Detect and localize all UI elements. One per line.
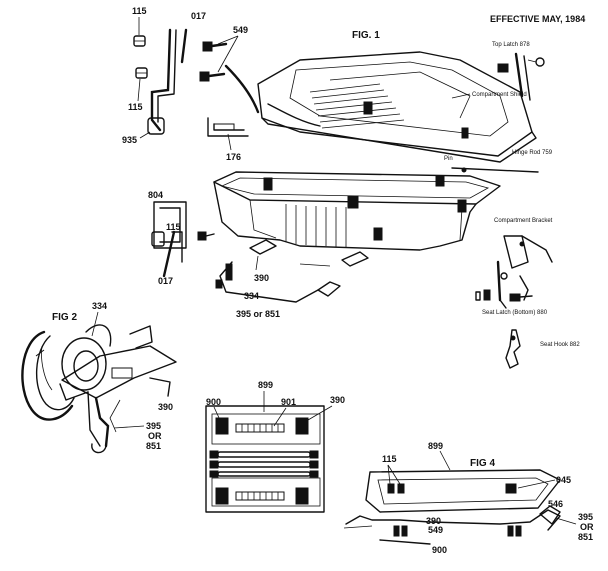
label-017-top: 017 — [191, 11, 206, 21]
label-549-fig4: 549 — [428, 525, 443, 535]
fig4-title: FIG 4 — [470, 458, 495, 469]
leader-shield — [451, 93, 471, 99]
label-851-fig4: 851 — [578, 532, 593, 542]
fig4-drawing — [343, 469, 561, 545]
callout-top-latch: Top Latch 878 — [492, 42, 530, 48]
lid-strap — [224, 64, 260, 114]
strap-assembly — [215, 239, 369, 303]
label-390-fig4: 390 — [426, 516, 441, 526]
label-or-fig2: OR — [148, 431, 162, 441]
label-334-fig1: 334 — [244, 291, 259, 301]
label-901-fig3: 901 — [281, 397, 296, 407]
label-851-fig2: 851 — [146, 441, 161, 451]
fig1-title: FIG. 1 — [352, 30, 380, 41]
label-899-fig3: 899 — [258, 380, 273, 390]
bolts-549 — [199, 41, 228, 82]
label-115-side: 115 — [166, 222, 181, 232]
compartment-body — [213, 171, 501, 251]
label-390-fig3: 390 — [330, 395, 345, 405]
label-900-fig4: 900 — [432, 545, 447, 555]
lid-vents — [309, 83, 405, 129]
leader-334-fig2 — [91, 311, 99, 337]
label-115-fig4: 115 — [382, 454, 397, 464]
label-395-fig4: 395 — [578, 512, 593, 522]
top-latch — [497, 52, 545, 101]
handle-935 — [147, 28, 177, 135]
leader-549-a — [217, 35, 239, 45]
label-804: 804 — [148, 190, 163, 200]
leader-901-fig3 — [273, 407, 287, 427]
callout-compartment-shield: Compartment Shield — [472, 92, 527, 98]
label-899-fig4: 899 — [428, 441, 443, 451]
fig3-straps — [209, 450, 319, 478]
callout-pin: Pin — [444, 156, 453, 162]
callout-compartment-bracket: Compartment Bracket — [494, 218, 553, 224]
leader-935 — [139, 131, 151, 139]
compartment-bracket — [475, 235, 553, 309]
body-ribs — [285, 204, 347, 247]
label-546-fig4: 546 — [548, 499, 563, 509]
leader-549-b — [217, 35, 239, 73]
nut-115-top — [133, 35, 146, 47]
callout-seat-hook: Seat Hook 882 — [540, 342, 580, 348]
leader-390-fig3 — [307, 405, 333, 421]
leader-395-fig4 — [555, 517, 577, 525]
label-115-mid: 115 — [128, 102, 143, 112]
label-115-top: 115 — [132, 6, 147, 16]
callout-seat-latch: Seat Latch (Bottom) 880 — [482, 310, 548, 316]
label-395-fig1: 395 or 851 — [236, 309, 280, 319]
leader-176 — [227, 133, 232, 151]
label-900-fig3: 900 — [206, 397, 221, 407]
leader-115-fig4-a — [387, 464, 391, 485]
leader-900-fig3 — [213, 406, 221, 421]
label-176: 176 — [226, 152, 241, 162]
leader-045-fig4 — [517, 479, 556, 489]
label-or-fig4: OR — [580, 522, 594, 532]
label-395-fig2: 395 — [146, 421, 161, 431]
callout-hinge-rod: Hinge Rod 759 — [512, 150, 553, 156]
label-045-fig4: 045 — [556, 475, 571, 485]
label-390-fig1: 390 — [254, 273, 269, 283]
seat-hook — [505, 329, 521, 369]
leader-115-mid — [137, 78, 141, 102]
effective-date: EFFECTIVE MAY, 1984 — [490, 14, 585, 24]
hinge-rod — [451, 167, 539, 173]
label-334-fig2: 334 — [92, 301, 107, 311]
compartment-lid — [257, 51, 537, 163]
label-017-side: 017 — [158, 276, 173, 286]
label-390-fig2: 390 — [158, 402, 173, 412]
bracket-176 — [207, 117, 249, 137]
rod-017-top — [180, 28, 188, 64]
fig2-drawing — [21, 324, 177, 454]
bracket-804 — [151, 201, 215, 278]
fig3-panel — [205, 405, 325, 513]
leader-395-fig2 — [113, 425, 145, 429]
label-935: 935 — [122, 135, 137, 145]
leader-899-fig4 — [439, 450, 451, 471]
label-549: 549 — [233, 25, 248, 35]
leader-115-fig4-b — [387, 464, 401, 485]
nut-115-mid — [135, 67, 148, 79]
fig2-title: FIG 2 — [52, 312, 77, 323]
